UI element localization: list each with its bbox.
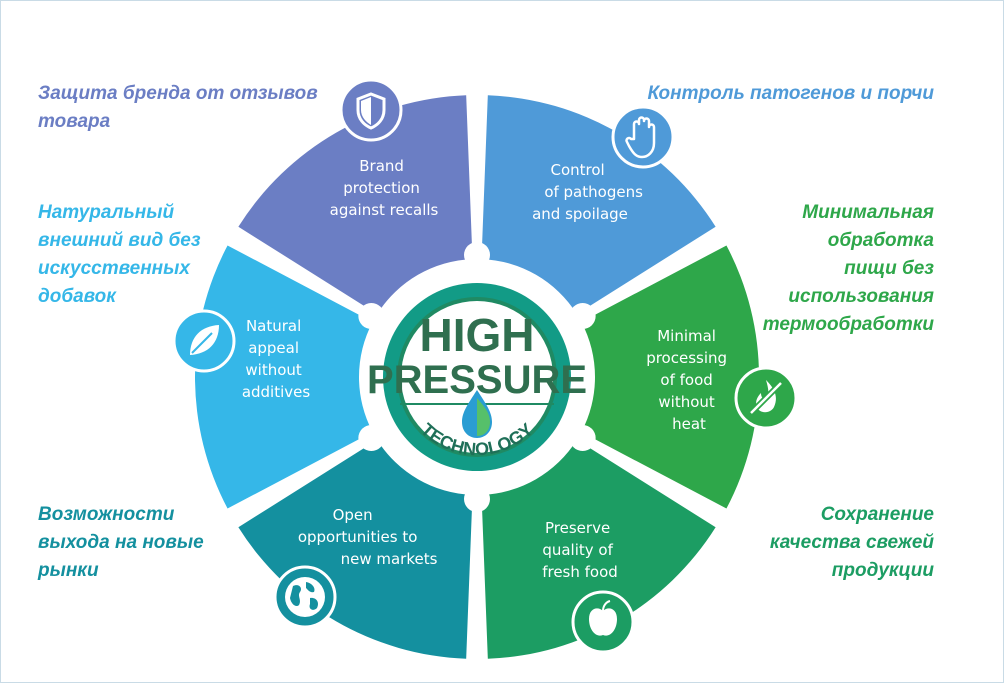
- label-open-markets: Open opportunities to new markets: [298, 506, 438, 568]
- label-natural-line-2: appeal: [248, 339, 299, 357]
- water-drop-leaf-icon: [462, 390, 492, 438]
- label-preserve-line-3: fresh food: [542, 563, 618, 581]
- segment-preserve-quality: [481, 439, 716, 659]
- leaf-icon: [172, 309, 236, 373]
- label-natural-line-3: without: [245, 361, 302, 379]
- label-minimal-line-4: without: [658, 393, 715, 411]
- segment-control-pathogens: [481, 95, 716, 315]
- label-pathogens-line-2: of pathogens: [544, 183, 643, 201]
- label-natural-appeal: Natural appeal without additives: [242, 317, 311, 401]
- globe-icon: [273, 565, 337, 629]
- label-brand-line-3: against recalls: [330, 201, 439, 219]
- connector-knob: [464, 486, 490, 512]
- connector-knobs: [358, 242, 596, 512]
- label-preserve-line-1: Preserve: [545, 519, 610, 537]
- label-markets-line-3: new markets: [341, 550, 438, 568]
- label-minimal-line-5: heat: [672, 415, 706, 433]
- label-pathogens-line-1: Control: [550, 161, 604, 179]
- connector-knob: [358, 425, 385, 451]
- callout-minimal-processing: Минимальная обработка пищи без использов…: [762, 202, 934, 335]
- callout-brand-protection: Защита бренда от отзывов товара: [38, 83, 318, 132]
- label-natural-line-4: additives: [242, 383, 311, 401]
- label-control-pathogens: Control of pathogens and spoilage: [532, 161, 648, 223]
- label-brand-line-2: protection: [343, 179, 420, 197]
- label-markets-line-2: opportunities to: [298, 528, 418, 546]
- label-minimal-line-3: of food: [660, 371, 712, 389]
- label-minimal-line-2: processing: [646, 349, 727, 367]
- label-brand-protection: Brand protection against recalls: [330, 157, 439, 219]
- callout-natural-appeal: Натуральный внешний вид без искусственны…: [38, 202, 201, 307]
- callout-preserve-quality: Сохранение качества свежей продукции: [769, 504, 934, 581]
- no-heat-flame-icon: [734, 366, 798, 430]
- label-minimal-processing: Minimal processing of food without heat: [646, 327, 732, 433]
- label-markets-line-1: Open: [333, 506, 373, 524]
- apple-icon: [571, 590, 635, 654]
- connector-knob: [464, 242, 490, 268]
- callout-control-pathogens: Контроль патогенов и порчи: [647, 83, 934, 104]
- connector-knob: [358, 303, 385, 329]
- callout-new-markets: Возможности выхода на новые рынки: [38, 504, 204, 581]
- connector-knob: [569, 425, 596, 451]
- label-preserve-quality: Preserve quality of fresh food: [542, 519, 618, 581]
- label-preserve-line-2: quality of: [542, 541, 613, 559]
- shield-icon: [339, 78, 403, 142]
- connector-knob: [569, 303, 596, 329]
- label-pathogens-line-3: and spoilage: [532, 205, 628, 223]
- label-brand-line-1: Brand: [359, 157, 404, 175]
- segment-natural-appeal: [195, 245, 373, 509]
- logo-text-high: HIGH: [420, 309, 535, 361]
- high-pressure-technology-logo: HIGH PRESSURE TECHNOLOGY: [367, 278, 587, 476]
- segment-brand-protection: [238, 95, 473, 315]
- segment-minimal-processing: [581, 245, 759, 509]
- label-minimal-line-1: Minimal: [657, 327, 716, 345]
- segment-open-markets: [238, 439, 473, 659]
- label-natural-line-1: Natural: [246, 317, 301, 335]
- hand-stop-icon: [611, 105, 675, 169]
